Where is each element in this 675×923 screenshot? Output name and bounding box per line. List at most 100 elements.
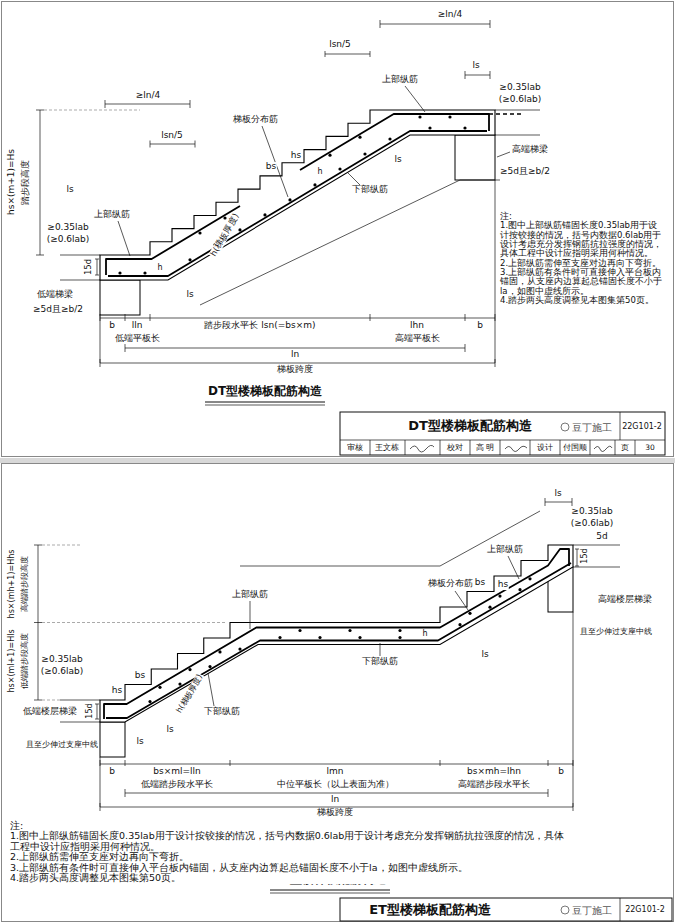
title-block xyxy=(340,412,665,455)
title-block-grid xyxy=(620,898,621,921)
dimension-label: ls xyxy=(480,650,489,660)
rebar-dot xyxy=(218,650,221,653)
rebar-dot xyxy=(238,648,241,651)
rebar-dot xyxy=(398,636,401,639)
low-beam xyxy=(100,722,125,757)
title-block-frame xyxy=(340,412,665,455)
dimension-label: ls xyxy=(185,290,194,300)
dimension-label: b xyxy=(476,321,484,331)
rebar-dot xyxy=(428,126,431,129)
dimension-label: 高端踏步段水平长 xyxy=(457,780,531,790)
dimension-label: 中位平板长（以上表面为准） xyxy=(276,780,395,790)
beam-label: 高端梯梁 xyxy=(511,145,549,155)
dimension-label: h(梯板厚度) xyxy=(208,211,241,259)
note-text: 2.上部纵筋需伸至支座对边再向下弯折。 xyxy=(10,852,565,862)
platform-edge xyxy=(60,110,540,280)
dimension-label: bs xyxy=(134,671,146,681)
title-block-cell: 高 明 xyxy=(475,444,495,452)
title-block-title: DT型楼梯板配筋构造 xyxy=(407,419,533,433)
dimension-label: lsn/5 xyxy=(160,131,184,141)
rebar-dot xyxy=(118,271,121,274)
caption-underline xyxy=(205,402,325,403)
dt-stair xyxy=(36,20,540,405)
title-block-cell: 付国顺 xyxy=(562,444,588,452)
sheet-frame xyxy=(2,464,674,922)
title-block-frame xyxy=(340,898,672,921)
high-beam xyxy=(455,135,495,180)
rebar-label: 下部纵筋 xyxy=(351,185,389,195)
rebar-dot xyxy=(518,588,521,591)
rebar-dot xyxy=(298,629,301,632)
drawing-caption: DT型楼梯板配筋构造 xyxy=(207,385,323,398)
dimension-label: bs×mh=lhn xyxy=(466,767,522,777)
dimension-label: ≥0.35lab xyxy=(498,83,541,93)
rebar-dot xyxy=(488,606,491,609)
dimension-line xyxy=(100,180,495,367)
beam-label: 低端梯梁 xyxy=(36,290,74,300)
dimension-label: 低端平板长 xyxy=(114,334,161,344)
dimension-label: ls xyxy=(471,61,480,71)
title-block-cell: 页 xyxy=(620,444,630,452)
rebar-dot xyxy=(188,258,191,261)
dimension-label: ln xyxy=(290,350,300,360)
note-heading: 注: xyxy=(10,821,565,831)
adjacent-flight-line xyxy=(240,511,540,566)
drawing-number: 22G101-2 xyxy=(621,423,663,432)
rebar-dot xyxy=(178,683,181,686)
beam-label: 高端楼层梯梁 xyxy=(597,595,653,605)
dimension-label: b xyxy=(108,767,116,777)
note-text: 1.图中上部纵筋锚固长度0.35lab用于设计按铰接的情况，括号内数据0.6la… xyxy=(500,221,662,258)
dimension-label: ln xyxy=(330,795,340,805)
rebar-dot xyxy=(198,231,201,234)
dimension-label: (≥0.6lab) xyxy=(40,667,85,677)
dimension-label: ≥5d且≥b/2 xyxy=(32,305,84,315)
dimension-label: ≥ln/4 xyxy=(437,10,464,20)
dimension-label: ls xyxy=(65,185,74,195)
rebar-dot xyxy=(328,154,331,157)
dimension-label: h(梯板厚度) xyxy=(175,672,205,716)
note-text: 3.上部纵筋有条件时可直接伸入平台板内锚固，从支座内边算起总锚固长度不小于la，… xyxy=(500,268,662,296)
dimension-label: 低端踏步段水平长 xyxy=(140,780,214,790)
rebar-dot xyxy=(208,665,211,668)
dimension-label: ≥0.35lab xyxy=(40,655,83,665)
rebar-dot xyxy=(263,213,266,216)
watermark-icon xyxy=(561,423,569,431)
title-block xyxy=(340,898,672,921)
rebar-dot xyxy=(358,136,361,139)
note-text: 2.上部纵筋需伸至支座对边再向下弯折。 xyxy=(500,259,662,268)
dimension-label: hs×(m+1)=Hs xyxy=(7,148,17,216)
rebar-label: 上部纵筋 xyxy=(381,75,419,85)
dimension-label: lsn/5 xyxy=(328,40,352,50)
dimension-label: 且至少伸过支座中线 xyxy=(579,628,653,637)
watermark: 豆丁施工 xyxy=(571,905,613,916)
dimension-label: hs xyxy=(497,580,509,590)
rebar-dot xyxy=(398,629,401,632)
dimension-label: ≥0.35lab xyxy=(570,507,613,517)
dimension-label: 高端平板长 xyxy=(394,334,441,344)
dimension-label: ls xyxy=(135,737,144,747)
rebar-dot xyxy=(148,700,151,703)
dimension-line xyxy=(34,498,579,719)
dimension-label: 5d xyxy=(595,532,608,542)
dimension-label: lln xyxy=(131,321,144,331)
dimension-label: 踏步段水平长 lsn(=bs×m) xyxy=(203,321,316,331)
watermark: 豆丁施工 xyxy=(571,422,613,433)
rebar-dot xyxy=(188,668,191,671)
dimension-label: b xyxy=(557,767,565,777)
title-block-cell: 设计 xyxy=(536,444,554,452)
leader-line xyxy=(208,556,519,706)
title-block-cell: 王文栋 xyxy=(374,444,400,452)
stair-slab xyxy=(100,545,573,722)
rebar-label: 梯板分布筋 xyxy=(232,115,279,125)
bottom-rebar xyxy=(106,563,571,718)
dimension-label: b xyxy=(108,321,116,331)
dimension-label: bs xyxy=(265,162,277,172)
dimension-label: (≥0.6lab) xyxy=(570,519,615,529)
rebar-dot xyxy=(313,183,316,186)
dimension-line xyxy=(100,612,573,811)
caption-underline xyxy=(270,890,390,891)
dimension-label: bs xyxy=(474,578,486,588)
beam-label: 低端楼层梯梁 xyxy=(22,707,78,717)
note-heading: 注: xyxy=(500,212,662,221)
dimension-line xyxy=(105,20,490,148)
